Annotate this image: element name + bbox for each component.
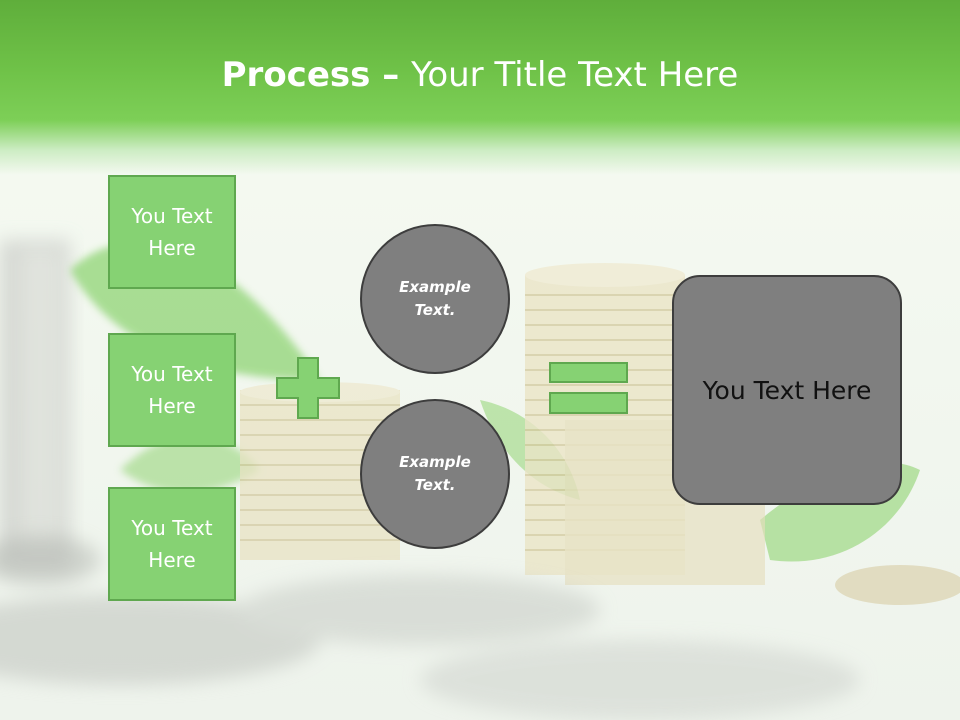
title-bold: Process [221,55,371,95]
header-band [0,0,960,175]
text-box-2: You Text Here [108,333,236,447]
equals-icon [549,362,628,414]
circle-label: Example Text. [399,453,471,494]
slide-title: Process – Your Title Text Here [0,50,960,100]
result-box: You Text Here [672,275,902,505]
result-label: You Text Here [702,375,872,405]
example-circle-2: Example Text. [360,399,510,549]
title-rest: Your Title Text Here [411,55,739,95]
text-box-1: You Text Here [108,175,236,289]
text-box-3: You Text Here [108,487,236,601]
text-box-label: You Text Here [131,362,213,418]
text-box-label: You Text Here [131,516,213,572]
example-circle-1: Example Text. [360,224,510,374]
text-box-label: You Text Here [131,204,213,260]
title-separator: – [370,55,412,95]
plus-icon [276,357,340,419]
circle-label: Example Text. [399,278,471,319]
